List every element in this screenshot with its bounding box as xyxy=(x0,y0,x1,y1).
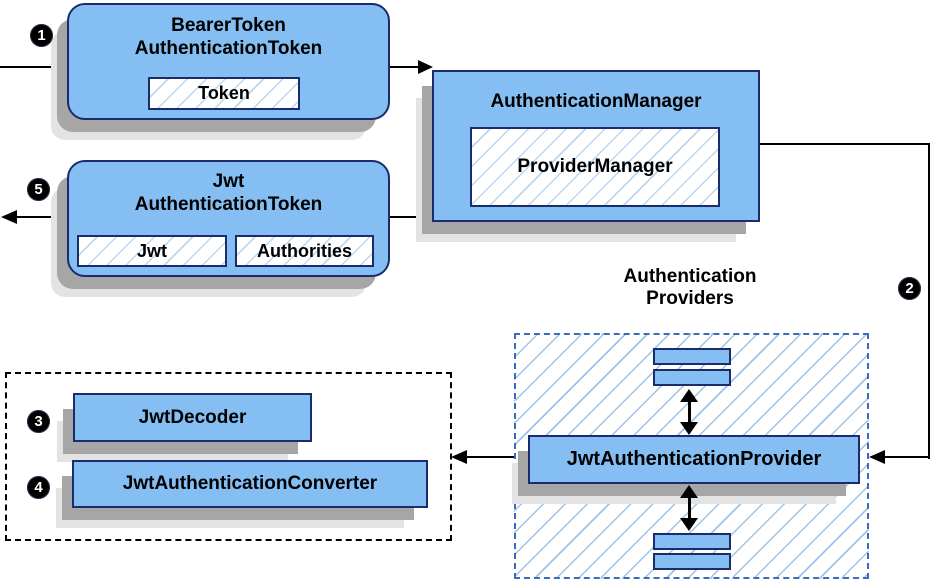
bearer-token-title-line2: AuthenticationToken xyxy=(134,38,323,59)
step-5-badge: 5 xyxy=(27,178,50,201)
provider-placeholder-bar xyxy=(653,553,731,570)
arrowhead-left-icon xyxy=(1,210,17,224)
jwt-authentication-provider-node: JwtAuthenticationProvider xyxy=(528,435,860,484)
manager-to-provider-line-top xyxy=(760,143,930,145)
arrowhead-up-icon xyxy=(680,389,698,402)
jwt-token-title-line1: Jwt xyxy=(212,171,245,192)
jwt-authentication-token-node: Jwt AuthenticationToken Jwt Authorities xyxy=(67,160,390,277)
authentication-providers-label-line1: Authentication xyxy=(623,266,757,287)
decoder-converter-container xyxy=(5,372,452,541)
jwt-token-title-line2: AuthenticationToken xyxy=(134,194,323,215)
provider-placeholder-bar xyxy=(653,533,731,550)
step-4-badge: 4 xyxy=(27,476,50,499)
provider-placeholder-bar xyxy=(653,348,731,365)
jwt-authentication-converter-node: JwtAuthenticationConverter xyxy=(72,460,428,508)
double-arrow-icon xyxy=(680,389,698,435)
manager-to-provider-line-bottom xyxy=(883,456,930,458)
arrowhead-down-icon xyxy=(680,422,698,435)
authentication-providers-label-line2: Providers xyxy=(646,288,734,309)
token-chip: Token xyxy=(148,77,300,110)
jwt-chip: Jwt xyxy=(77,235,227,267)
authentication-manager-node: AuthenticationManager ProviderManager xyxy=(432,70,760,222)
provider-placeholder-bar xyxy=(653,369,731,386)
authentication-providers-label: Authentication Providers xyxy=(514,266,866,310)
bearer-token-node: BearerToken AuthenticationToken Token xyxy=(67,3,390,120)
provider-manager-chip: ProviderManager xyxy=(470,127,720,207)
double-arrow-icon xyxy=(680,485,698,531)
arrowhead-down-icon xyxy=(680,518,698,531)
authorities-chip: Authorities xyxy=(235,235,374,267)
provider-to-decoder-line xyxy=(464,456,528,458)
arrowhead-up-icon xyxy=(680,485,698,498)
step-3-badge: 3 xyxy=(27,410,50,433)
arrowhead-left-icon xyxy=(869,450,885,464)
step-2-badge: 2 xyxy=(898,277,921,300)
arrowhead-left-icon xyxy=(451,450,467,464)
arrowhead-right-icon xyxy=(418,60,433,74)
bearer-to-manager-line xyxy=(390,66,420,68)
bearer-token-title-line1: BearerToken xyxy=(171,15,286,36)
incoming-request-line xyxy=(0,66,68,68)
manager-to-provider-line-right xyxy=(928,143,930,459)
bearer-token-title: BearerToken AuthenticationToken xyxy=(69,5,388,60)
jwt-decoder-node: JwtDecoder xyxy=(73,393,312,442)
jwt-token-title: Jwt AuthenticationToken xyxy=(69,162,388,216)
step-1-badge: 1 xyxy=(30,24,53,47)
authentication-manager-title: AuthenticationManager xyxy=(490,91,702,112)
